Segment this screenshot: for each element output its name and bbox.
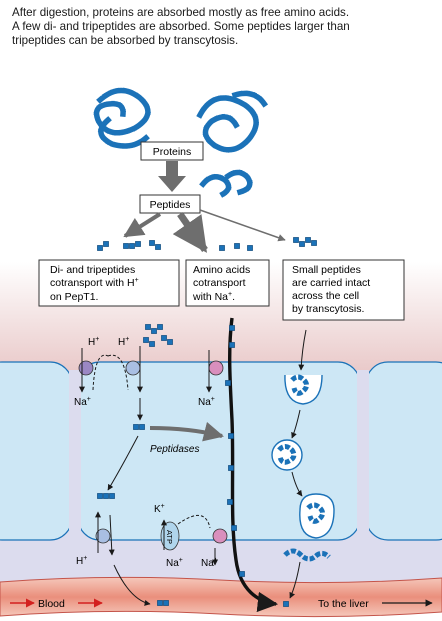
ion-h-2: H+ (118, 336, 129, 348)
amino-acid-transporter-apical (208, 360, 224, 376)
junction-right (357, 370, 369, 530)
ion-na-4: Na+ (201, 557, 218, 569)
transcytosis-arrow-2 (291, 409, 301, 439)
proteins-label: Proteins (153, 146, 192, 158)
pept1-transporter-1 (78, 360, 94, 376)
small-peptides-line-2: are carried intact (292, 277, 370, 289)
small-peptides-line-3: across the cell (292, 290, 359, 302)
peptides-label: Peptides (150, 199, 191, 211)
basolateral-peptide-transporter (95, 528, 111, 544)
dipeptides-box (38, 259, 180, 307)
branch-arrow-dipeptides (123, 212, 162, 238)
peptides-box (139, 194, 201, 214)
amino-acids-line-1: Amino acids (193, 264, 250, 276)
pept1-transporter-2 (125, 360, 141, 376)
small-peptides-line-1: Small peptides (292, 264, 361, 276)
branch-arrow-small-peptides (199, 209, 286, 242)
ion-h-1: H+ (88, 336, 99, 348)
dipeptides-line-2: cotransport with H+ (50, 277, 139, 289)
to-liver-label: To the liver (318, 598, 369, 610)
cell-left (0, 361, 73, 541)
na-recycle-dash (177, 515, 211, 529)
atp-label: ATP (165, 530, 174, 544)
digestion-arrow (158, 161, 186, 192)
peptide-exit-arrow (108, 514, 115, 556)
peptide-fragment-middle (199, 169, 253, 198)
transcytosis-arrow-1 (298, 329, 307, 371)
caption-line-2: A few di- and tripeptides are absorbed. … (12, 20, 350, 34)
amino-acid-flow-arrow (228, 317, 279, 613)
caption: After digestion, proteins are absorbed m… (12, 6, 436, 49)
cell-right (365, 361, 442, 541)
dipeptides-line-1: Di- and tripeptides (50, 264, 135, 276)
amino-acids-line-2: cotransport (193, 277, 246, 289)
na-h-exchange-dash-2 (107, 354, 129, 391)
junction-left (69, 370, 81, 530)
protein-cluster-right (196, 90, 269, 153)
amino-acid-transporter-basal (212, 528, 228, 544)
blood-amino-acids (283, 601, 289, 607)
blood-label: Blood (38, 598, 65, 610)
ion-h-3: H+ (76, 555, 87, 567)
proteins-box (140, 141, 204, 161)
small-peptides-box (282, 259, 405, 321)
transcytosis-arrow-3 (291, 471, 303, 497)
ion-k: K+ (154, 503, 165, 515)
na-h-exchange-dash (92, 354, 109, 391)
ion-na-2: Na+ (198, 396, 215, 408)
vesicle-peptide (277, 444, 297, 465)
caption-line-3: tripeptides can be absorbed by transcyto… (12, 34, 239, 48)
na-k-atpase (160, 521, 180, 551)
peptidases-label: Peptidases (150, 444, 199, 455)
caption-line-1: After digestion, proteins are absorbed m… (12, 6, 350, 19)
small-peptides-line-4: by transcytosis. (292, 303, 364, 315)
ion-na-3: Na+ (166, 557, 183, 569)
peptide-to-basal-arrow (107, 435, 139, 491)
dipeptides-line-3: on PepT1. (50, 291, 98, 303)
branch-arrow-amino-acids (172, 212, 208, 253)
to-blood-arrow (113, 564, 151, 606)
protein-cluster-left (93, 87, 151, 149)
peptidase-arrow (149, 421, 224, 442)
dipeptide-basal (97, 493, 115, 499)
transcytosis-arrow-4 (289, 561, 301, 599)
blood-vessel (0, 576, 442, 618)
released-peptide (283, 548, 331, 562)
amino-acids-box (185, 259, 270, 307)
amino-acids-line-3: with Na+. (192, 291, 235, 303)
exocytic-vesicle (299, 493, 335, 539)
ion-na-1: Na+ (74, 396, 91, 408)
